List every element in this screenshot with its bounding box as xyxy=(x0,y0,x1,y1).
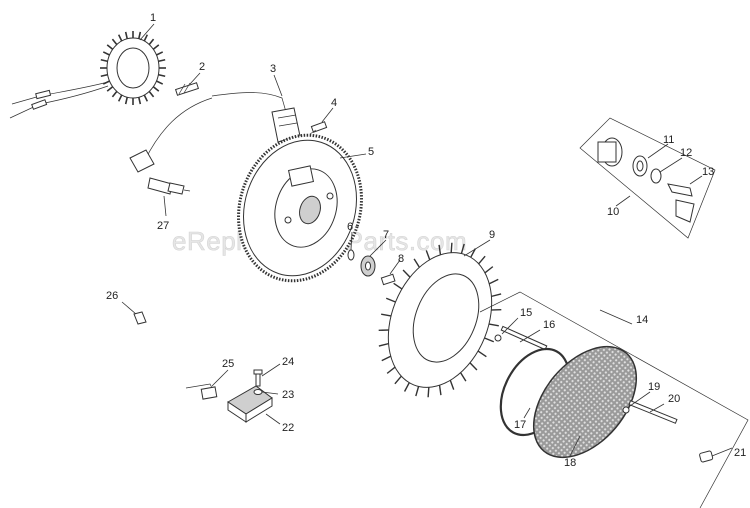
callout-3: 3 xyxy=(270,63,276,75)
callout-6: 6 xyxy=(347,221,353,233)
part-23-washer xyxy=(253,389,263,395)
callout-21: 21 xyxy=(734,447,746,459)
callout-5: 5 xyxy=(368,146,374,158)
part-4-screw xyxy=(309,121,328,135)
part-27-spark-plug xyxy=(147,177,191,195)
part-8-nut xyxy=(380,273,396,286)
callout-23: 23 xyxy=(282,389,294,401)
callout-12: 12 xyxy=(680,147,692,159)
callout-18: 18 xyxy=(564,457,576,469)
part-24-screw xyxy=(253,369,263,387)
leader-lines xyxy=(121,23,733,457)
callout-16: 16 xyxy=(543,319,555,331)
callout-7: 7 xyxy=(383,229,389,241)
callout-9: 9 xyxy=(489,229,495,241)
callout-11: 11 xyxy=(663,134,674,146)
callout-13: 13 xyxy=(702,166,714,178)
callout-17: 17 xyxy=(514,419,526,431)
callout-14: 14 xyxy=(636,314,648,326)
callout-25: 25 xyxy=(222,358,234,370)
part-14-screen-assembly xyxy=(479,291,749,508)
callout-20: 20 xyxy=(668,393,680,405)
callout-labels: 1 2 3 4 5 6 7 8 9 10 11 12 13 14 15 16 1… xyxy=(106,12,746,469)
part-1-stator xyxy=(9,31,166,119)
part-7-spacer xyxy=(360,255,376,277)
part-25-harness-connector xyxy=(185,383,218,400)
callout-27: 27 xyxy=(157,220,169,232)
callout-2: 2 xyxy=(199,61,205,73)
part-6-washer xyxy=(347,249,355,261)
callout-15: 15 xyxy=(520,307,532,319)
callout-24: 24 xyxy=(282,356,294,368)
part-9-fan xyxy=(378,242,502,398)
callout-10: 10 xyxy=(607,206,619,218)
callout-26: 26 xyxy=(106,290,118,302)
part-26-clip xyxy=(133,311,147,325)
part-5-flywheel xyxy=(237,133,363,283)
callout-1: 1 xyxy=(150,12,156,24)
callout-22: 22 xyxy=(282,422,294,434)
part-2-stud xyxy=(174,82,200,96)
part-10-key-switch-assembly xyxy=(579,117,716,239)
part-3-ignition-module xyxy=(129,92,301,173)
callout-19: 19 xyxy=(648,381,660,393)
callout-4: 4 xyxy=(331,97,337,109)
part-22-rectifier xyxy=(227,385,273,423)
callout-8: 8 xyxy=(398,253,404,265)
